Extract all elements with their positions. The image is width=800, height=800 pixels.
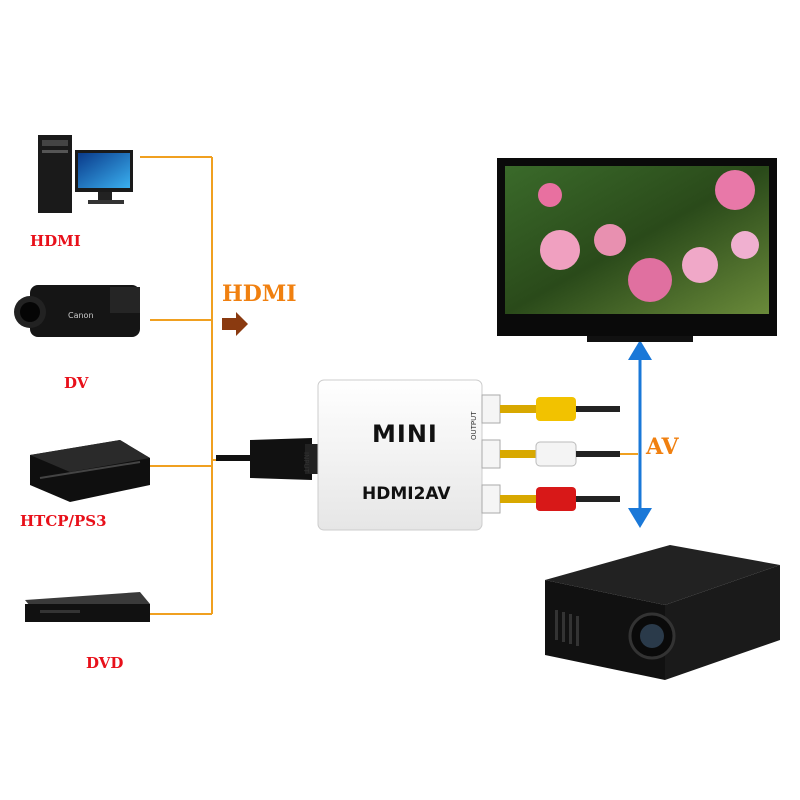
converter-box bbox=[317, 379, 501, 531]
input-signal-label: HDMI bbox=[222, 281, 297, 307]
hdmi-direction-arrow bbox=[222, 312, 248, 336]
source-label-dv: DV bbox=[64, 374, 89, 392]
game-console-icon bbox=[30, 440, 150, 502]
converter-input-port-label: INPUT bbox=[302, 452, 310, 473]
svg-text:Canon: Canon bbox=[68, 311, 94, 320]
av-direction-arrows bbox=[628, 340, 652, 528]
rca-white-plug bbox=[500, 441, 620, 467]
source-label-hdmi: HDMI bbox=[30, 232, 81, 250]
dvd-player-icon bbox=[25, 592, 150, 622]
source-label-htcp-ps3: HTCP/PS3 bbox=[20, 512, 107, 530]
converter-brand: MINI bbox=[372, 420, 438, 448]
converter-output-port-label: OUTPUT bbox=[470, 411, 478, 440]
desktop-computer-icon bbox=[38, 135, 133, 213]
converter-model: HDMI2AV bbox=[362, 484, 451, 504]
hdmi-cable bbox=[216, 438, 321, 480]
projector-icon bbox=[545, 545, 780, 680]
source-bracket-lines bbox=[140, 156, 238, 615]
rca-yellow-plug bbox=[500, 397, 620, 421]
output-signal-label: AV bbox=[646, 434, 679, 460]
camcorder-icon: Canon bbox=[14, 285, 140, 337]
rca-cables bbox=[500, 397, 620, 511]
source-label-dvd: DVD bbox=[86, 654, 124, 672]
rca-red-plug bbox=[500, 487, 620, 511]
television-icon bbox=[497, 158, 777, 342]
